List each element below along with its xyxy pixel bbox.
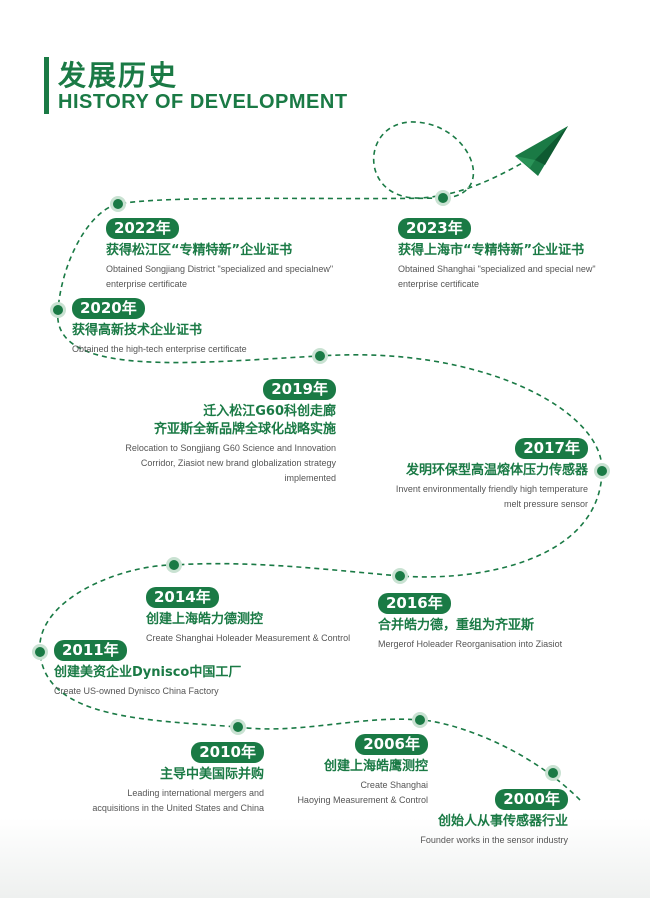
year-badge: 2011年	[54, 640, 127, 661]
milestone-desc: Obtained Shanghai "specialized and speci…	[398, 264, 596, 289]
year-badge: 2017年	[515, 438, 588, 459]
milestone-desc: Leading international mergers and acquis…	[92, 788, 264, 813]
timeline-item-2022: 2022年 获得松江区“专精特新”企业证书 Obtained Songjiang…	[106, 218, 333, 292]
milestone-title: 获得高新技术企业证书	[72, 323, 203, 338]
timeline-item-2020: 2020年 获得高新技术企业证书 Obtained the high-tech …	[72, 298, 247, 357]
milestone-title: 发明环保型高温熔体压力传感器	[405, 463, 588, 478]
milestone-title: 主导中美国际并购	[159, 767, 264, 782]
paper-plane-icon	[515, 126, 568, 176]
milestone-desc: Create Shanghai Holeader Measurement & C…	[146, 633, 351, 643]
timeline-node-2010	[230, 719, 246, 735]
milestone-desc: Founder works in the sensor industry	[420, 835, 568, 845]
timeline-dashed-line	[39, 121, 603, 801]
milestone-desc: Invent environmentally friendly high tem…	[395, 484, 588, 509]
milestone-title: 创建美资企业Dynisco中国工厂	[54, 665, 242, 680]
milestone-title: 创始人从事传感器行业	[437, 814, 568, 829]
year-badge: 2014年	[146, 587, 219, 608]
timeline-node-2006	[412, 712, 428, 728]
timeline-item-2017: 2017年 发明环保型高温熔体压力传感器 Invent environmenta…	[396, 438, 588, 512]
milestone-title: 合并皓力德，重组为齐亚斯	[378, 618, 535, 633]
milestone-desc: Obtained the high-tech enterprise certif…	[72, 344, 247, 354]
year-badge: 2010年	[191, 742, 264, 763]
timeline-item-2023: 2023年 获得上海市“专精特新”企业证书 Obtained Shanghai …	[398, 218, 596, 292]
year-badge: 2023年	[398, 218, 471, 239]
milestone-title: 创建上海皓力德测控	[146, 612, 264, 627]
timeline-item-2000: 2000年 创始人从事传感器行业 Founder works in the se…	[420, 789, 568, 848]
milestone-title: 创建上海皓鹰测控	[323, 759, 428, 774]
timeline-node-2011	[32, 644, 48, 660]
milestone-desc: Create US-owned Dynisco China Factory	[54, 686, 219, 696]
timeline-node-2023	[435, 190, 451, 206]
timeline-node-2014	[166, 557, 182, 573]
timeline-item-2019: 2019年 迁入松江G60科创走廊 齐亚斯全新品牌全球化战略实施 Relocat…	[125, 379, 336, 486]
timeline-item-2006: 2006年 创建上海皓鹰测控 Create Shanghai Haoying M…	[297, 734, 428, 808]
timeline-node-2017	[594, 463, 610, 479]
bottom-fade	[0, 818, 650, 898]
year-badge: 2020年	[72, 298, 145, 319]
milestone-title: 迁入松江G60科创走廊 齐亚斯全新品牌全球化战略实施	[153, 404, 336, 437]
timeline-node-2020	[50, 302, 66, 318]
timeline-item-2016: 2016年 合并皓力德，重组为齐亚斯 Mergerof Holeader Reo…	[378, 593, 562, 652]
year-badge: 2022年	[106, 218, 179, 239]
milestone-desc: Create Shanghai Haoying Measurement & Co…	[297, 780, 428, 805]
year-badge: 2016年	[378, 593, 451, 614]
header-accent-bar	[44, 57, 49, 114]
timeline-node-2000	[545, 765, 561, 781]
page-subtitle: HISTORY OF DEVELOPMENT	[58, 91, 348, 113]
timeline-item-2010: 2010年 主导中美国际并购 Leading international mer…	[92, 742, 264, 816]
milestone-title: 获得上海市“专精特新”企业证书	[398, 243, 585, 258]
milestone-desc: Relocation to Songjiang G60 Science and …	[125, 443, 336, 483]
year-badge: 2000年	[495, 789, 568, 810]
timeline-item-2011: 2011年 创建美资企业Dynisco中国工厂 Create US-owned …	[54, 640, 241, 699]
timeline-node-2022	[110, 196, 126, 212]
timeline-item-2014: 2014年 创建上海皓力德测控 Create Shanghai Holeader…	[146, 587, 350, 646]
milestone-desc: Mergerof Holeader Reorganisation into Zi…	[378, 639, 563, 649]
page-title: 发展历史	[58, 59, 179, 92]
milestone-desc: Obtained Songjiang District "specialized…	[106, 264, 334, 289]
timeline-node-2016	[392, 568, 408, 584]
year-badge: 2006年	[355, 734, 428, 755]
milestone-title: 获得松江区“专精特新”企业证书	[106, 243, 293, 258]
year-badge: 2019年	[263, 379, 336, 400]
timeline-node-2019	[312, 348, 328, 364]
